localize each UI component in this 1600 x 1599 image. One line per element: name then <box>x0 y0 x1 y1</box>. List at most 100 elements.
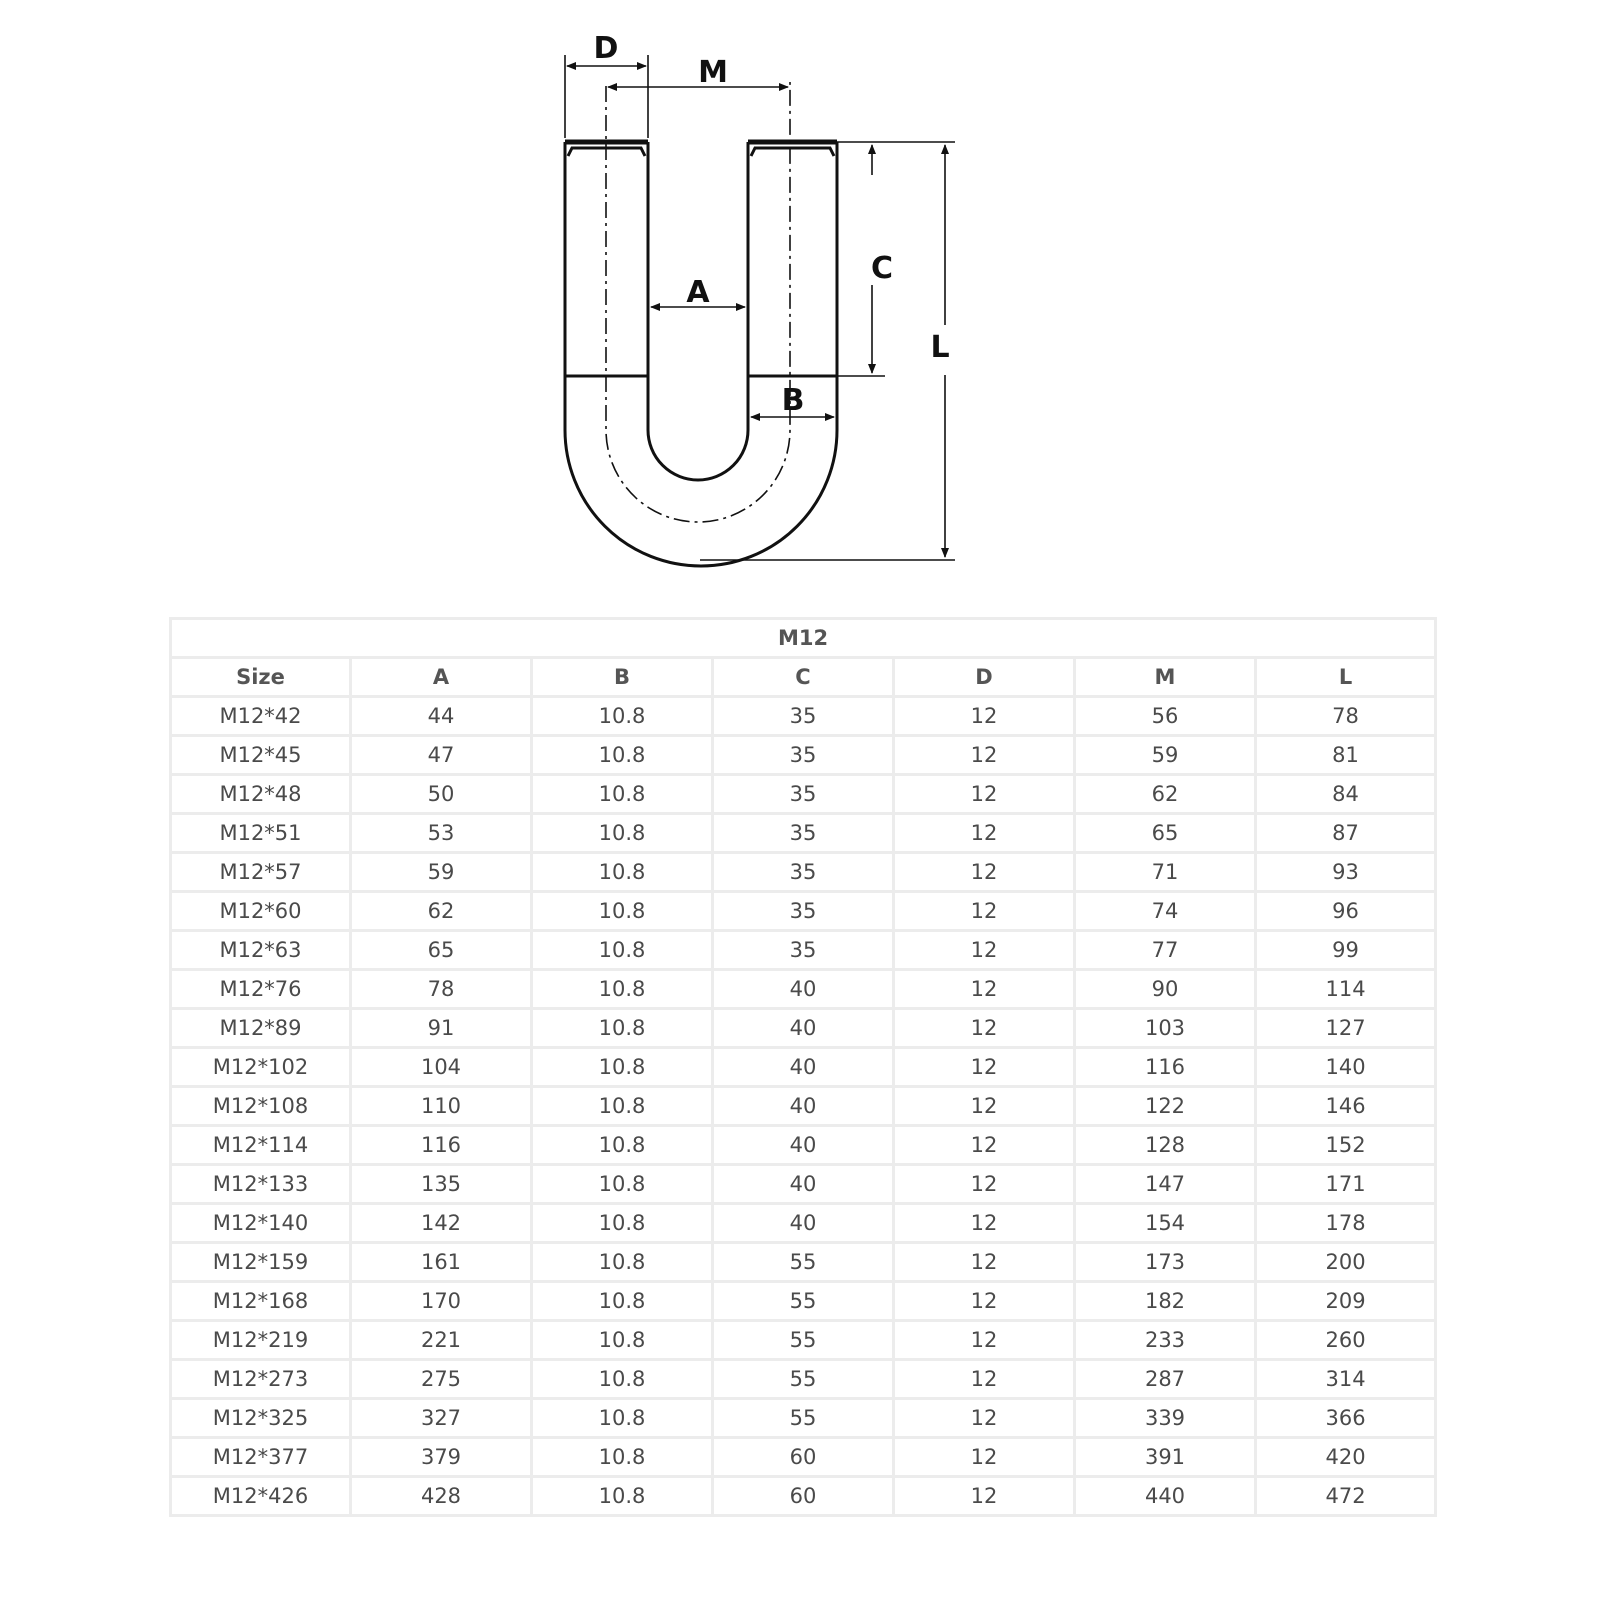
table-cell: 10.8 <box>530 1163 714 1205</box>
table-cell: M12*426 <box>169 1475 352 1517</box>
table-cell: 10.8 <box>530 734 714 776</box>
dim-label-b: B <box>782 383 805 418</box>
table-cell: 35 <box>711 929 895 971</box>
dim-label-m: M <box>698 55 728 90</box>
table-cell: 35 <box>711 695 895 737</box>
table-cell: 110 <box>349 1085 533 1127</box>
table-cell: 12 <box>892 1007 1076 1049</box>
table-cell: 12 <box>892 773 1076 815</box>
table-cell: 12 <box>892 1436 1076 1478</box>
table-cell: M12*51 <box>169 812 352 854</box>
table-cell: M12*45 <box>169 734 352 776</box>
dim-label-a: A <box>686 275 710 310</box>
table-cell: 173 <box>1073 1241 1257 1283</box>
table-cell: 47 <box>349 734 533 776</box>
table-cell: 10.8 <box>530 929 714 971</box>
table-cell: 35 <box>711 890 895 932</box>
table-cell: 10.8 <box>530 851 714 893</box>
table-cell: 10.8 <box>530 773 714 815</box>
table-cell: M12*76 <box>169 968 352 1010</box>
table-cell: 379 <box>349 1436 533 1478</box>
table-cell: 12 <box>892 1358 1076 1400</box>
table-cell: 65 <box>1073 812 1257 854</box>
table-cell: 87 <box>1253 812 1438 854</box>
table-cell: 154 <box>1073 1202 1257 1244</box>
table-cell: M12*48 <box>169 773 352 815</box>
table-cell: 161 <box>349 1241 533 1283</box>
table-cell: 84 <box>1253 773 1438 815</box>
table-cell: M12*140 <box>169 1202 352 1244</box>
table-cell: M12*63 <box>169 929 352 971</box>
table-cell: 152 <box>1253 1124 1438 1166</box>
table-cell: 40 <box>711 1202 895 1244</box>
table-cell: 147 <box>1073 1163 1257 1205</box>
table-cell: 200 <box>1253 1241 1438 1283</box>
table-cell: 55 <box>711 1280 895 1322</box>
table-cell: 314 <box>1253 1358 1438 1400</box>
table-cell: 55 <box>711 1319 895 1361</box>
table-cell: 10.8 <box>530 695 714 737</box>
table-cell: 178 <box>1253 1202 1438 1244</box>
table-cell: 35 <box>711 851 895 893</box>
table-cell: 12 <box>892 1241 1076 1283</box>
table-cell: 12 <box>892 734 1076 776</box>
table-cell: 12 <box>892 1280 1076 1322</box>
table-cell: M12*108 <box>169 1085 352 1127</box>
table-cell: M12*114 <box>169 1124 352 1166</box>
table-cell: 35 <box>711 734 895 776</box>
table-cell: 50 <box>349 773 533 815</box>
table-cell: 10.8 <box>530 1007 714 1049</box>
table-cell: 90 <box>1073 968 1257 1010</box>
table-cell: 10.8 <box>530 1319 714 1361</box>
table-cell: 55 <box>711 1397 895 1439</box>
table-cell: 260 <box>1253 1319 1438 1361</box>
table-cell: 59 <box>349 851 533 893</box>
table-cell: 74 <box>1073 890 1257 932</box>
column-header-m: M <box>1073 656 1257 698</box>
table-cell: 81 <box>1253 734 1438 776</box>
table-cell: 10.8 <box>530 1280 714 1322</box>
table-cell: 10.8 <box>530 1202 714 1244</box>
table-cell: 12 <box>892 1163 1076 1205</box>
table-cell: M12*325 <box>169 1397 352 1439</box>
table-cell: 233 <box>1073 1319 1257 1361</box>
table-cell: 60 <box>711 1475 895 1517</box>
table-cell: 116 <box>349 1124 533 1166</box>
table-cell: 12 <box>892 1319 1076 1361</box>
table-cell: 55 <box>711 1241 895 1283</box>
table-cell: 10.8 <box>530 890 714 932</box>
table-cell: 287 <box>1073 1358 1257 1400</box>
table-cell: 96 <box>1253 890 1438 932</box>
dim-label-d: D <box>594 31 619 66</box>
table-cell: 40 <box>711 1124 895 1166</box>
table-cell: 35 <box>711 773 895 815</box>
table-cell: M12*133 <box>169 1163 352 1205</box>
table-cell: 91 <box>349 1007 533 1049</box>
table-cell: 182 <box>1073 1280 1257 1322</box>
table-cell: 10.8 <box>530 1358 714 1400</box>
table-cell: 122 <box>1073 1085 1257 1127</box>
table-cell: 62 <box>349 890 533 932</box>
table-cell: 35 <box>711 812 895 854</box>
table-cell: 40 <box>711 1007 895 1049</box>
table-cell: 327 <box>349 1397 533 1439</box>
table-cell: 65 <box>349 929 533 971</box>
table-cell: M12*377 <box>169 1436 352 1478</box>
table-cell: 10.8 <box>530 1475 714 1517</box>
table-cell: 44 <box>349 695 533 737</box>
table-cell: 391 <box>1073 1436 1257 1478</box>
table-cell: 10.8 <box>530 1241 714 1283</box>
